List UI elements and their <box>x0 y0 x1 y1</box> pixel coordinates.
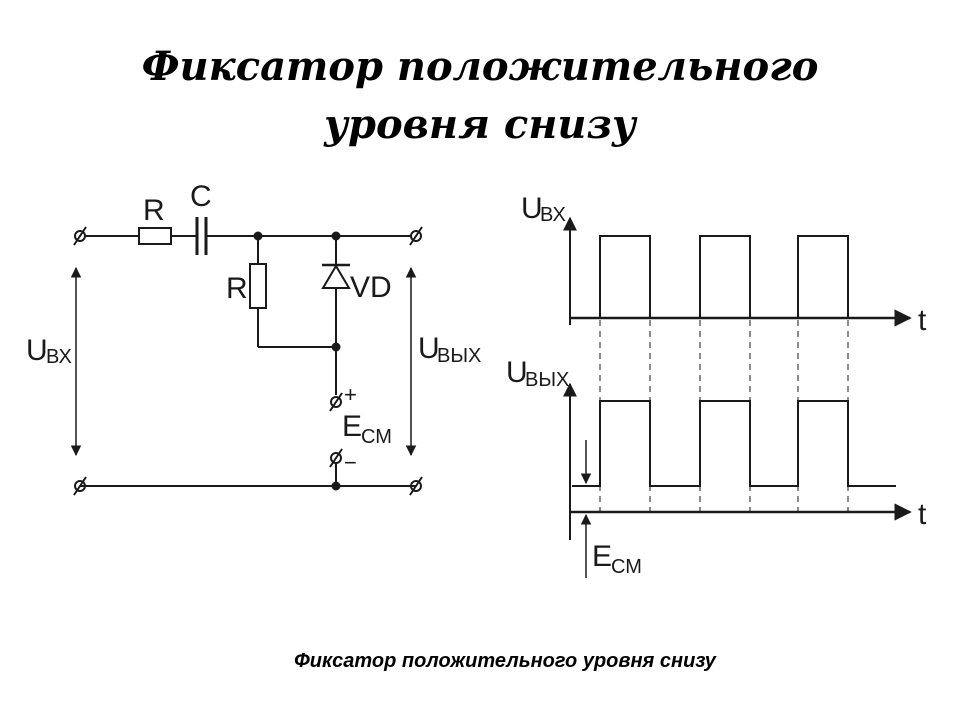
slide-title: Фиксатор положительного уровня снизу <box>0 38 960 154</box>
label-e-sub: СМ <box>361 426 392 448</box>
u-in-waveform <box>599 235 849 319</box>
wave-label-u-out-sub: ВЫХ <box>525 369 569 391</box>
label-capacitor: C <box>190 180 212 213</box>
label-diode: VD <box>350 271 392 304</box>
label-plus: + <box>344 382 357 407</box>
label-r-shunt: R <box>226 272 248 305</box>
projection-lines <box>599 320 849 512</box>
label-u-in-main: U <box>26 334 48 367</box>
label-r-series: R <box>143 194 165 227</box>
label-u-out-main: U <box>418 332 440 365</box>
terminal-out-top <box>409 226 423 246</box>
wave-label-e-sub: СМ <box>611 556 642 578</box>
label-u-out-sub: ВЫХ <box>437 345 481 367</box>
terminal-in-top <box>73 226 87 246</box>
wave-label-e-main: E <box>592 540 612 573</box>
resistor-shunt <box>249 263 267 309</box>
label-e-main: E <box>342 410 362 443</box>
slide-caption: Фиксатор положительного уровня снизу <box>294 650 716 672</box>
title-line-1: Фиксатор положительного <box>141 43 819 90</box>
wave-label-u-in-sub: ВХ <box>540 204 566 226</box>
circuit-diagram <box>70 217 423 496</box>
label-u-in-sub: ВХ <box>46 346 72 368</box>
title-line-2: уровня снизу <box>324 101 636 148</box>
u-out-waveform <box>572 400 896 487</box>
terminal-ecm-plus <box>329 392 343 412</box>
wave-label-u-out-main: U <box>506 356 528 389</box>
label-minus: − <box>344 450 357 475</box>
resistor-series <box>138 227 172 245</box>
wave-label-t-top: t <box>918 304 927 337</box>
wave-label-t-bottom: t <box>918 498 927 531</box>
diode-triangle <box>321 264 351 289</box>
waveform-diagram <box>563 216 912 578</box>
wave-label-u-in-main: U <box>521 192 543 225</box>
